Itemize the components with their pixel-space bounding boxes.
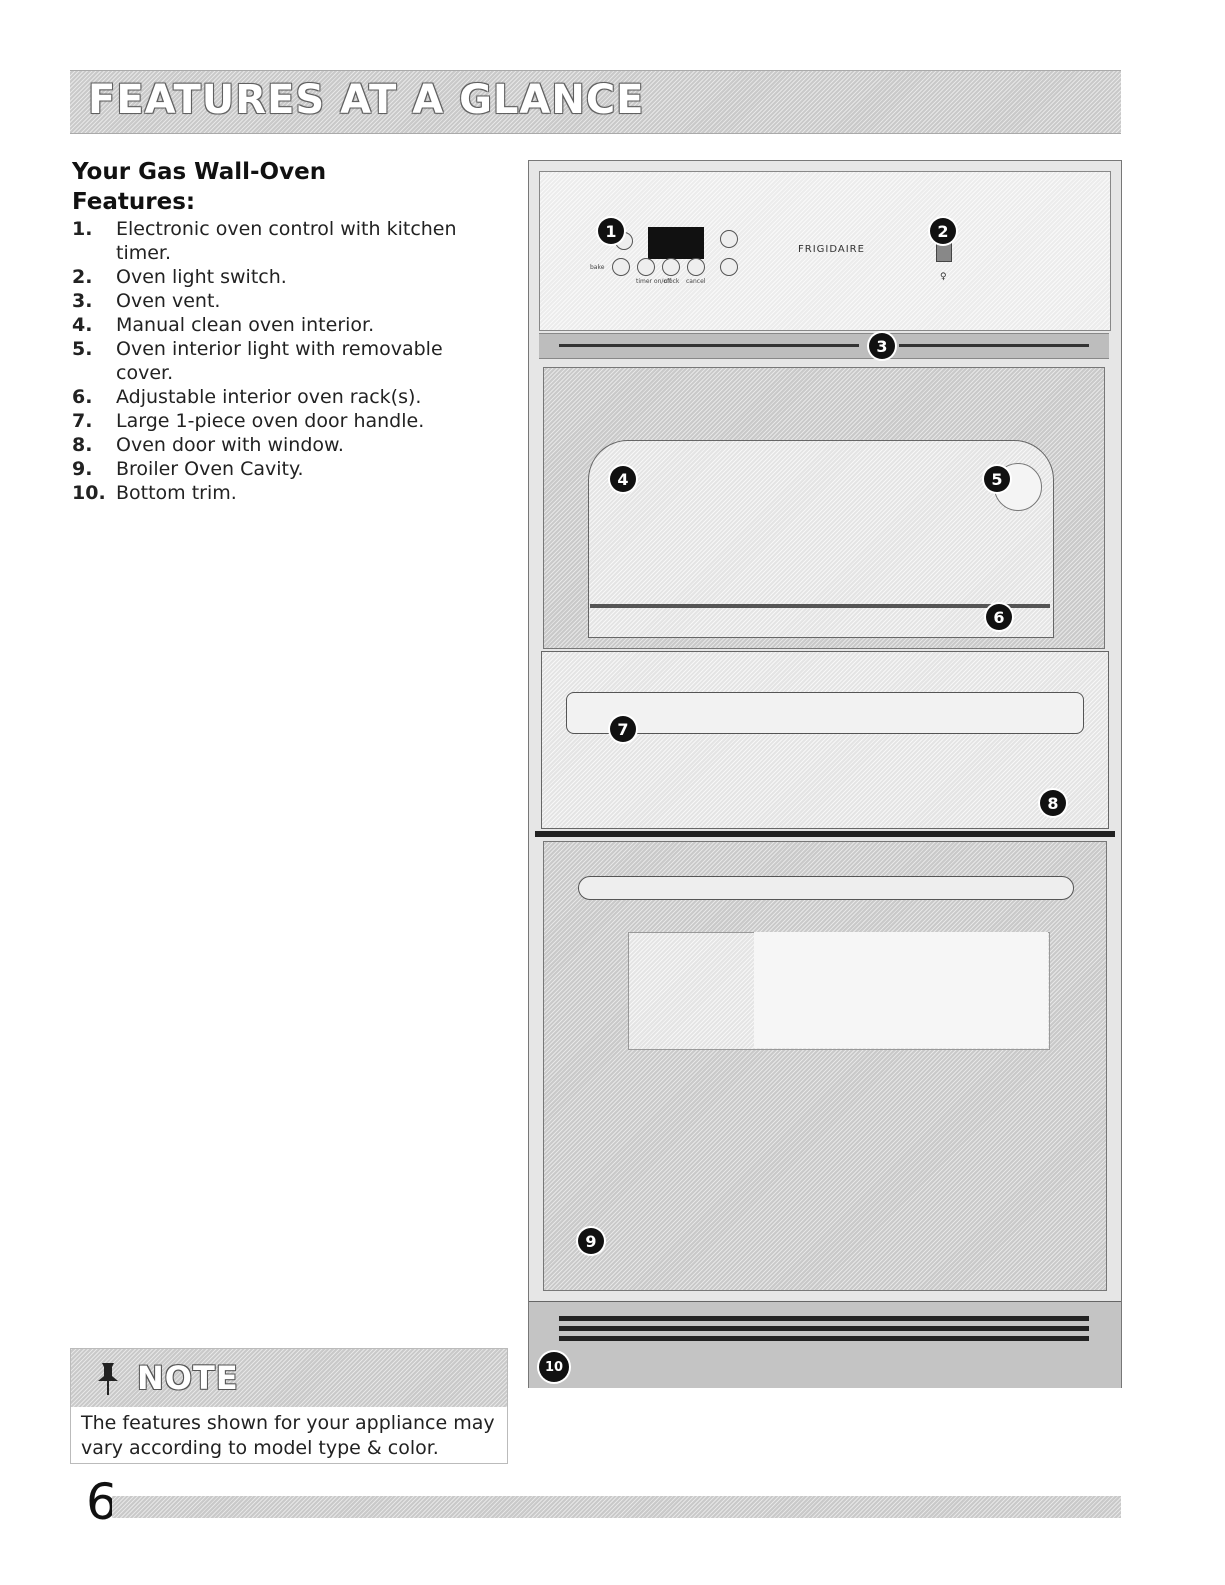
callout-1: 1 [598, 218, 624, 244]
callout-6: 6 [986, 604, 1012, 630]
item-text: Large 1-piece oven door handle. [116, 410, 425, 432]
list-item: 3. Oven vent. [72, 289, 492, 313]
list-item: 1. Electronic oven control with kitchen t… [72, 217, 492, 265]
callout-7: 7 [610, 716, 636, 742]
list-item: 10. Bottom trim. [72, 481, 492, 505]
clock-button [662, 258, 680, 276]
oven-rack [590, 604, 1050, 608]
note-header: NOTE [71, 1349, 507, 1407]
feature-list: 1. Electronic oven control with kitchen t… [72, 217, 492, 505]
item-number: 7. [72, 410, 93, 432]
bottom-trim: 10 [529, 1301, 1121, 1388]
item-text: Oven light switch. [116, 266, 287, 288]
list-item: 9. Broiler Oven Cavity. [72, 457, 492, 481]
item-number: 5. [72, 338, 93, 360]
interior-back-wall [588, 440, 1054, 638]
header-bar: FEATURES AT A GLANCE [70, 70, 1121, 134]
item-number: 3. [72, 290, 93, 312]
item-text: Manual clean oven interior. [116, 314, 375, 336]
broiler-handle [578, 876, 1074, 900]
section-title: Your Gas Wall-Oven Features: [72, 159, 327, 215]
pushpin-icon [98, 1363, 118, 1395]
control-panel: bake timer on/off clock cancel FRIGIDAIR… [539, 171, 1111, 331]
broiler-cavity: 9 [543, 841, 1107, 1291]
list-item: 6. Adjustable interior oven rack(s). [72, 385, 492, 409]
item-number: 8. [72, 434, 93, 456]
list-item: 4. Manual clean oven interior. [72, 313, 492, 337]
note-title: NOTE [137, 1359, 239, 1397]
item-text: Oven vent. [116, 290, 221, 312]
callout-10: 10 [539, 1352, 569, 1382]
item-text: Adjustable interior oven rack(s). [116, 386, 422, 408]
cancel-button [687, 258, 705, 276]
timer-button [637, 258, 655, 276]
broiler-window-highlight [754, 932, 1048, 1048]
item-number: 4. [72, 314, 93, 336]
note-text: The features shown for your appliance ma… [81, 1412, 495, 1459]
list-item: 2. Oven light switch. [72, 265, 492, 289]
item-text: Oven interior light with removable cover… [116, 338, 443, 384]
oven-vent: 3 [539, 333, 1109, 359]
oven-illustration: bake timer on/off clock cancel FRIGIDAIR… [528, 160, 1122, 1388]
item-text: Broiler Oven Cavity. [116, 458, 304, 480]
item-text: Bottom trim. [116, 482, 237, 504]
clock-label: clock [664, 278, 680, 285]
note-box: NOTE The features shown for your applian… [70, 1348, 508, 1464]
item-number: 2. [72, 266, 93, 288]
cancel-label: cancel [686, 278, 706, 285]
page-title: FEATURES AT A GLANCE [88, 77, 645, 123]
callout-8: 8 [1040, 790, 1066, 816]
item-text: Electronic oven control with kitchen tim… [116, 218, 457, 264]
footer-bar [112, 1496, 1121, 1518]
oven-door: 7 8 [541, 651, 1109, 829]
callout-4: 4 [610, 466, 636, 492]
item-number: 10. [72, 482, 106, 504]
list-item: 8. Oven door with window. [72, 433, 492, 457]
display-screen [648, 227, 704, 259]
list-item: 5. Oven interior light with removable cov… [72, 337, 492, 385]
timer-label: timer on/off [636, 278, 672, 285]
list-item: 7. Large 1-piece oven door handle. [72, 409, 492, 433]
callout-3: 3 [869, 333, 895, 359]
callout-9: 9 [578, 1228, 604, 1254]
callout-5: 5 [984, 466, 1010, 492]
item-number: 6. [72, 386, 93, 408]
bake-button [612, 258, 630, 276]
item-number: 1. [72, 218, 93, 240]
item-text: Oven door with window. [116, 434, 344, 456]
item-number: 9. [72, 458, 93, 480]
bake-label: bake [590, 264, 605, 271]
light-bulb-icon: ♀ [940, 272, 947, 282]
door-divider [535, 831, 1115, 837]
oven-interior: 4 5 6 [543, 367, 1105, 649]
arrow-up-button [720, 230, 738, 248]
callout-2: 2 [930, 218, 956, 244]
door-handle [566, 692, 1084, 734]
brand-logo: FRIGIDAIRE [798, 244, 865, 255]
arrow-down-button [720, 258, 738, 276]
